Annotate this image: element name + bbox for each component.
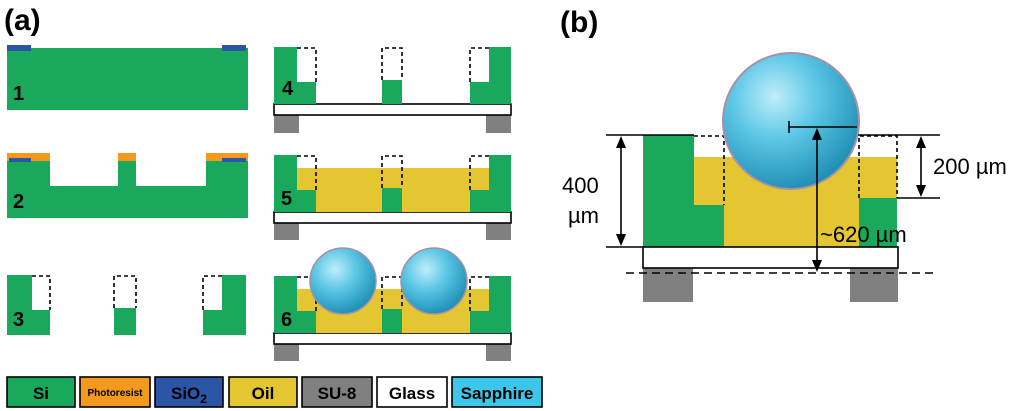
removed-outline	[113, 275, 137, 308]
legend-item-oil: Oil	[228, 376, 298, 408]
photoresist-layer	[7, 153, 50, 161]
si-piece	[274, 276, 316, 333]
step-number: 5	[281, 188, 292, 210]
sapphire-sphere	[400, 247, 468, 315]
panel-b-label: (b)	[560, 6, 598, 39]
step-2: 2	[7, 153, 248, 218]
panel-b: 400 µm 200 µm ~620 µm	[562, 52, 1007, 302]
sio2-layer	[9, 158, 31, 162]
si-piece	[382, 80, 402, 104]
legend: Si Photoresist SiO2 Oil SU-8 Glass Sapph…	[6, 376, 543, 408]
step-number: 3	[13, 309, 24, 331]
glass-slide	[273, 332, 512, 345]
si-piece	[470, 155, 511, 212]
legend-item-sio2: SiO2	[154, 376, 224, 408]
legend-label: Glass	[389, 384, 435, 403]
dim-label-620: ~620 µm	[820, 222, 907, 247]
legend-item-su8: SU-8	[301, 376, 373, 408]
sio2-layer	[7, 45, 31, 51]
si-piece	[859, 198, 897, 247]
removed-outline	[381, 47, 403, 80]
legend-item-si: Si	[6, 376, 76, 408]
dim-label-400-unit: µm	[568, 203, 599, 228]
legend-label: SU-8	[318, 384, 357, 403]
dim-label-400: 400	[562, 173, 599, 198]
step-number: 1	[13, 83, 24, 105]
removed-outline	[858, 135, 898, 198]
sio2-layer	[222, 45, 246, 51]
su8-support	[274, 223, 299, 240]
si-piece	[643, 135, 724, 247]
removed-outline	[381, 276, 403, 309]
sio2-layer	[222, 158, 246, 162]
dim-label-200: 200 µm	[933, 154, 1007, 179]
step-number: 2	[13, 191, 24, 213]
si-piece	[470, 47, 511, 104]
arrowhead	[616, 234, 626, 246]
su8-support	[274, 114, 299, 133]
removed-outline	[202, 275, 222, 310]
legend-label: SiO2	[171, 384, 207, 406]
step-number: 6	[281, 309, 292, 331]
si-piece	[274, 155, 316, 212]
glass-slide	[642, 246, 899, 269]
step-1: 1	[7, 45, 248, 110]
si-piece	[7, 275, 50, 335]
arrowhead	[616, 136, 626, 148]
photoresist-layer	[206, 153, 248, 161]
su8-support	[486, 223, 511, 240]
sio2-subscript: 2	[200, 392, 207, 406]
photoresist-layer	[118, 153, 136, 161]
legend-label: Sapphire	[461, 384, 534, 403]
legend-label: Si	[33, 384, 49, 403]
legend-label: Photoresist	[87, 388, 143, 399]
sio2-text: SiO	[171, 384, 200, 403]
removed-outline	[469, 47, 489, 82]
removed-outline	[297, 47, 317, 82]
si-piece	[114, 308, 136, 335]
legend-item-sapphire: Sapphire	[451, 376, 543, 408]
si-etched	[7, 160, 248, 218]
arrowhead	[916, 136, 926, 148]
panel-a-label: (a)	[4, 4, 41, 37]
si-piece	[203, 275, 246, 335]
removed-outline	[32, 275, 51, 310]
su8-support	[486, 114, 511, 133]
arrowhead	[812, 260, 822, 272]
arrowhead	[812, 128, 822, 140]
legend-item-glass: Glass	[376, 376, 448, 408]
si-piece	[470, 276, 511, 333]
arrowhead	[916, 185, 926, 197]
si-substrate	[7, 48, 248, 110]
si-piece	[274, 47, 316, 104]
si-piece	[382, 188, 402, 212]
step-5: 5	[273, 155, 512, 240]
removed-outline	[381, 155, 403, 188]
step-4: 4	[273, 47, 512, 133]
step-3: 3	[7, 275, 246, 335]
legend-item-photoresist: Photoresist	[79, 376, 151, 408]
glass-slide	[273, 103, 512, 116]
sapphire-sphere	[309, 247, 377, 315]
step-6: 6	[273, 247, 512, 361]
si-piece	[382, 309, 402, 333]
su8-support	[274, 344, 299, 361]
su8-support	[486, 344, 511, 361]
sapphire-sphere	[722, 52, 860, 190]
step-number: 4	[282, 78, 294, 100]
glass-slide	[273, 211, 512, 224]
legend-label: Oil	[252, 384, 275, 403]
